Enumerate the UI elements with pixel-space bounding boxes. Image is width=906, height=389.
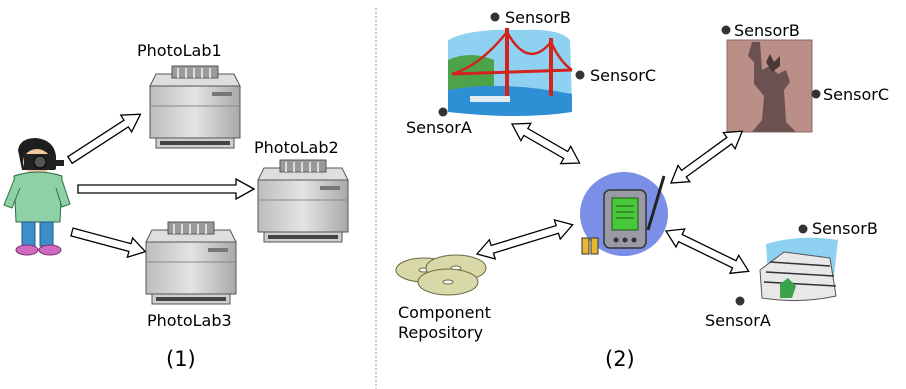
photolab1-label: PhotoLab1 <box>137 41 222 60</box>
statue-sensor-b-label: SensorB <box>734 21 800 40</box>
statue-scene-image <box>726 39 813 133</box>
arrow-pda-museum <box>664 228 750 275</box>
museum-scene-image <box>759 237 838 302</box>
arrow-to-photolab2 <box>77 177 256 201</box>
caption-1: (1) <box>166 347 196 371</box>
pda-device-icon <box>580 172 668 256</box>
printer-photolab1: PhotoLab1 <box>137 41 241 149</box>
museum-sensor-a-label: SensorA <box>705 311 771 330</box>
arrow-pda-statue <box>670 130 744 184</box>
caption-2: (2) <box>605 347 635 371</box>
bridge-sensor-a-label: SensorA <box>406 118 472 137</box>
arrow-to-photolab1 <box>66 113 142 165</box>
photolab3-label: PhotoLab3 <box>147 311 232 330</box>
photographer-icon <box>3 138 71 256</box>
arrow-to-photolab3 <box>70 227 147 259</box>
printer-photolab3: PhotoLab3 <box>145 221 237 330</box>
museum-sensor-b-label: SensorB <box>812 219 878 238</box>
photolab2-label: PhotoLab2 <box>254 138 339 157</box>
arrow-pda-bridge <box>510 122 581 165</box>
bridge-sensor-c-label: SensorC <box>590 66 656 85</box>
arrow-pda-repository <box>475 218 574 260</box>
repository-label-line2: Repository <box>398 323 483 342</box>
bridge-sensor-b-label: SensorB <box>505 8 571 27</box>
printer-photolab2: PhotoLab2 <box>254 138 349 243</box>
repository-label-line1: Component <box>398 303 491 322</box>
bridge-scene-image <box>448 28 573 116</box>
statue-sensor-c-label: SensorC <box>823 85 889 104</box>
component-repository-icon <box>395 254 487 296</box>
